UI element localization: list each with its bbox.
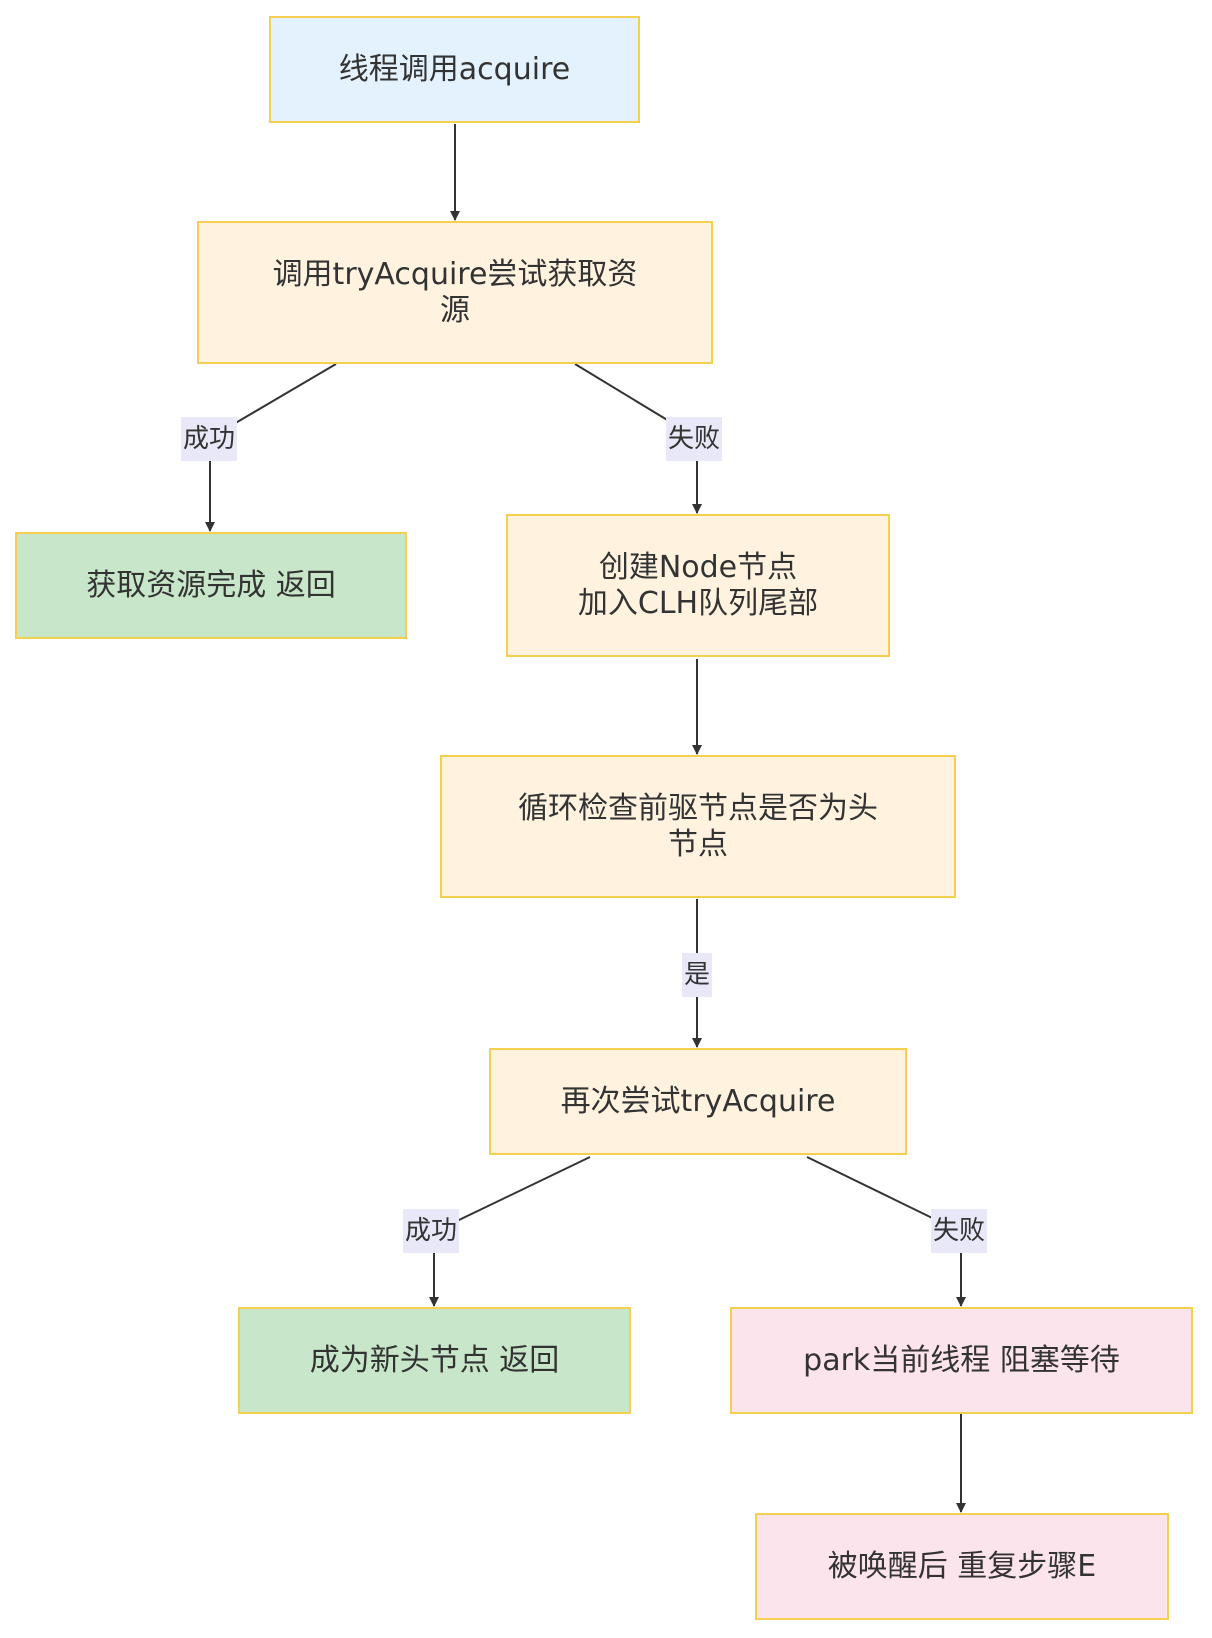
- node-new-head: 成为新头节点 返回: [238, 1307, 631, 1414]
- node-park-label: park当前线程 阻塞等待: [803, 1342, 1120, 1378]
- node-acquire-done: 获取资源完成 返回: [15, 532, 407, 639]
- node-acquire-done-label: 获取资源完成 返回: [86, 567, 336, 603]
- node-park: park当前线程 阻塞等待: [730, 1307, 1193, 1414]
- node-retry: 再次尝试tryAcquire: [489, 1048, 907, 1155]
- node-try-acquire-label: 调用tryAcquire尝试获取资 源: [272, 256, 638, 328]
- node-start-label: 线程调用acquire: [338, 51, 571, 87]
- node-create-node-label: 创建Node节点 加入CLH队列尾部: [577, 549, 819, 621]
- node-try-acquire: 调用tryAcquire尝试获取资 源: [197, 221, 713, 364]
- node-check-pred: 循环检查前驱节点是否为头 节点: [440, 755, 956, 898]
- node-create-node: 创建Node节点 加入CLH队列尾部: [506, 514, 890, 657]
- node-wakeup: 被唤醒后 重复步骤E: [755, 1513, 1169, 1620]
- node-retry-label: 再次尝试tryAcquire: [560, 1083, 836, 1119]
- node-new-head-label: 成为新头节点 返回: [309, 1342, 560, 1378]
- edge-label-pred-yes: 是: [681, 953, 713, 997]
- node-check-pred-label: 循环检查前驱节点是否为头 节点: [518, 790, 878, 862]
- edge-label-retry-success: 成功: [402, 1209, 460, 1253]
- edge-label-try-success: 成功: [180, 417, 238, 461]
- node-wakeup-label: 被唤醒后 重复步骤E: [827, 1548, 1097, 1584]
- edge-label-try-fail: 失败: [665, 417, 723, 461]
- node-start: 线程调用acquire: [269, 16, 640, 123]
- edge-label-retry-fail: 失败: [930, 1209, 988, 1253]
